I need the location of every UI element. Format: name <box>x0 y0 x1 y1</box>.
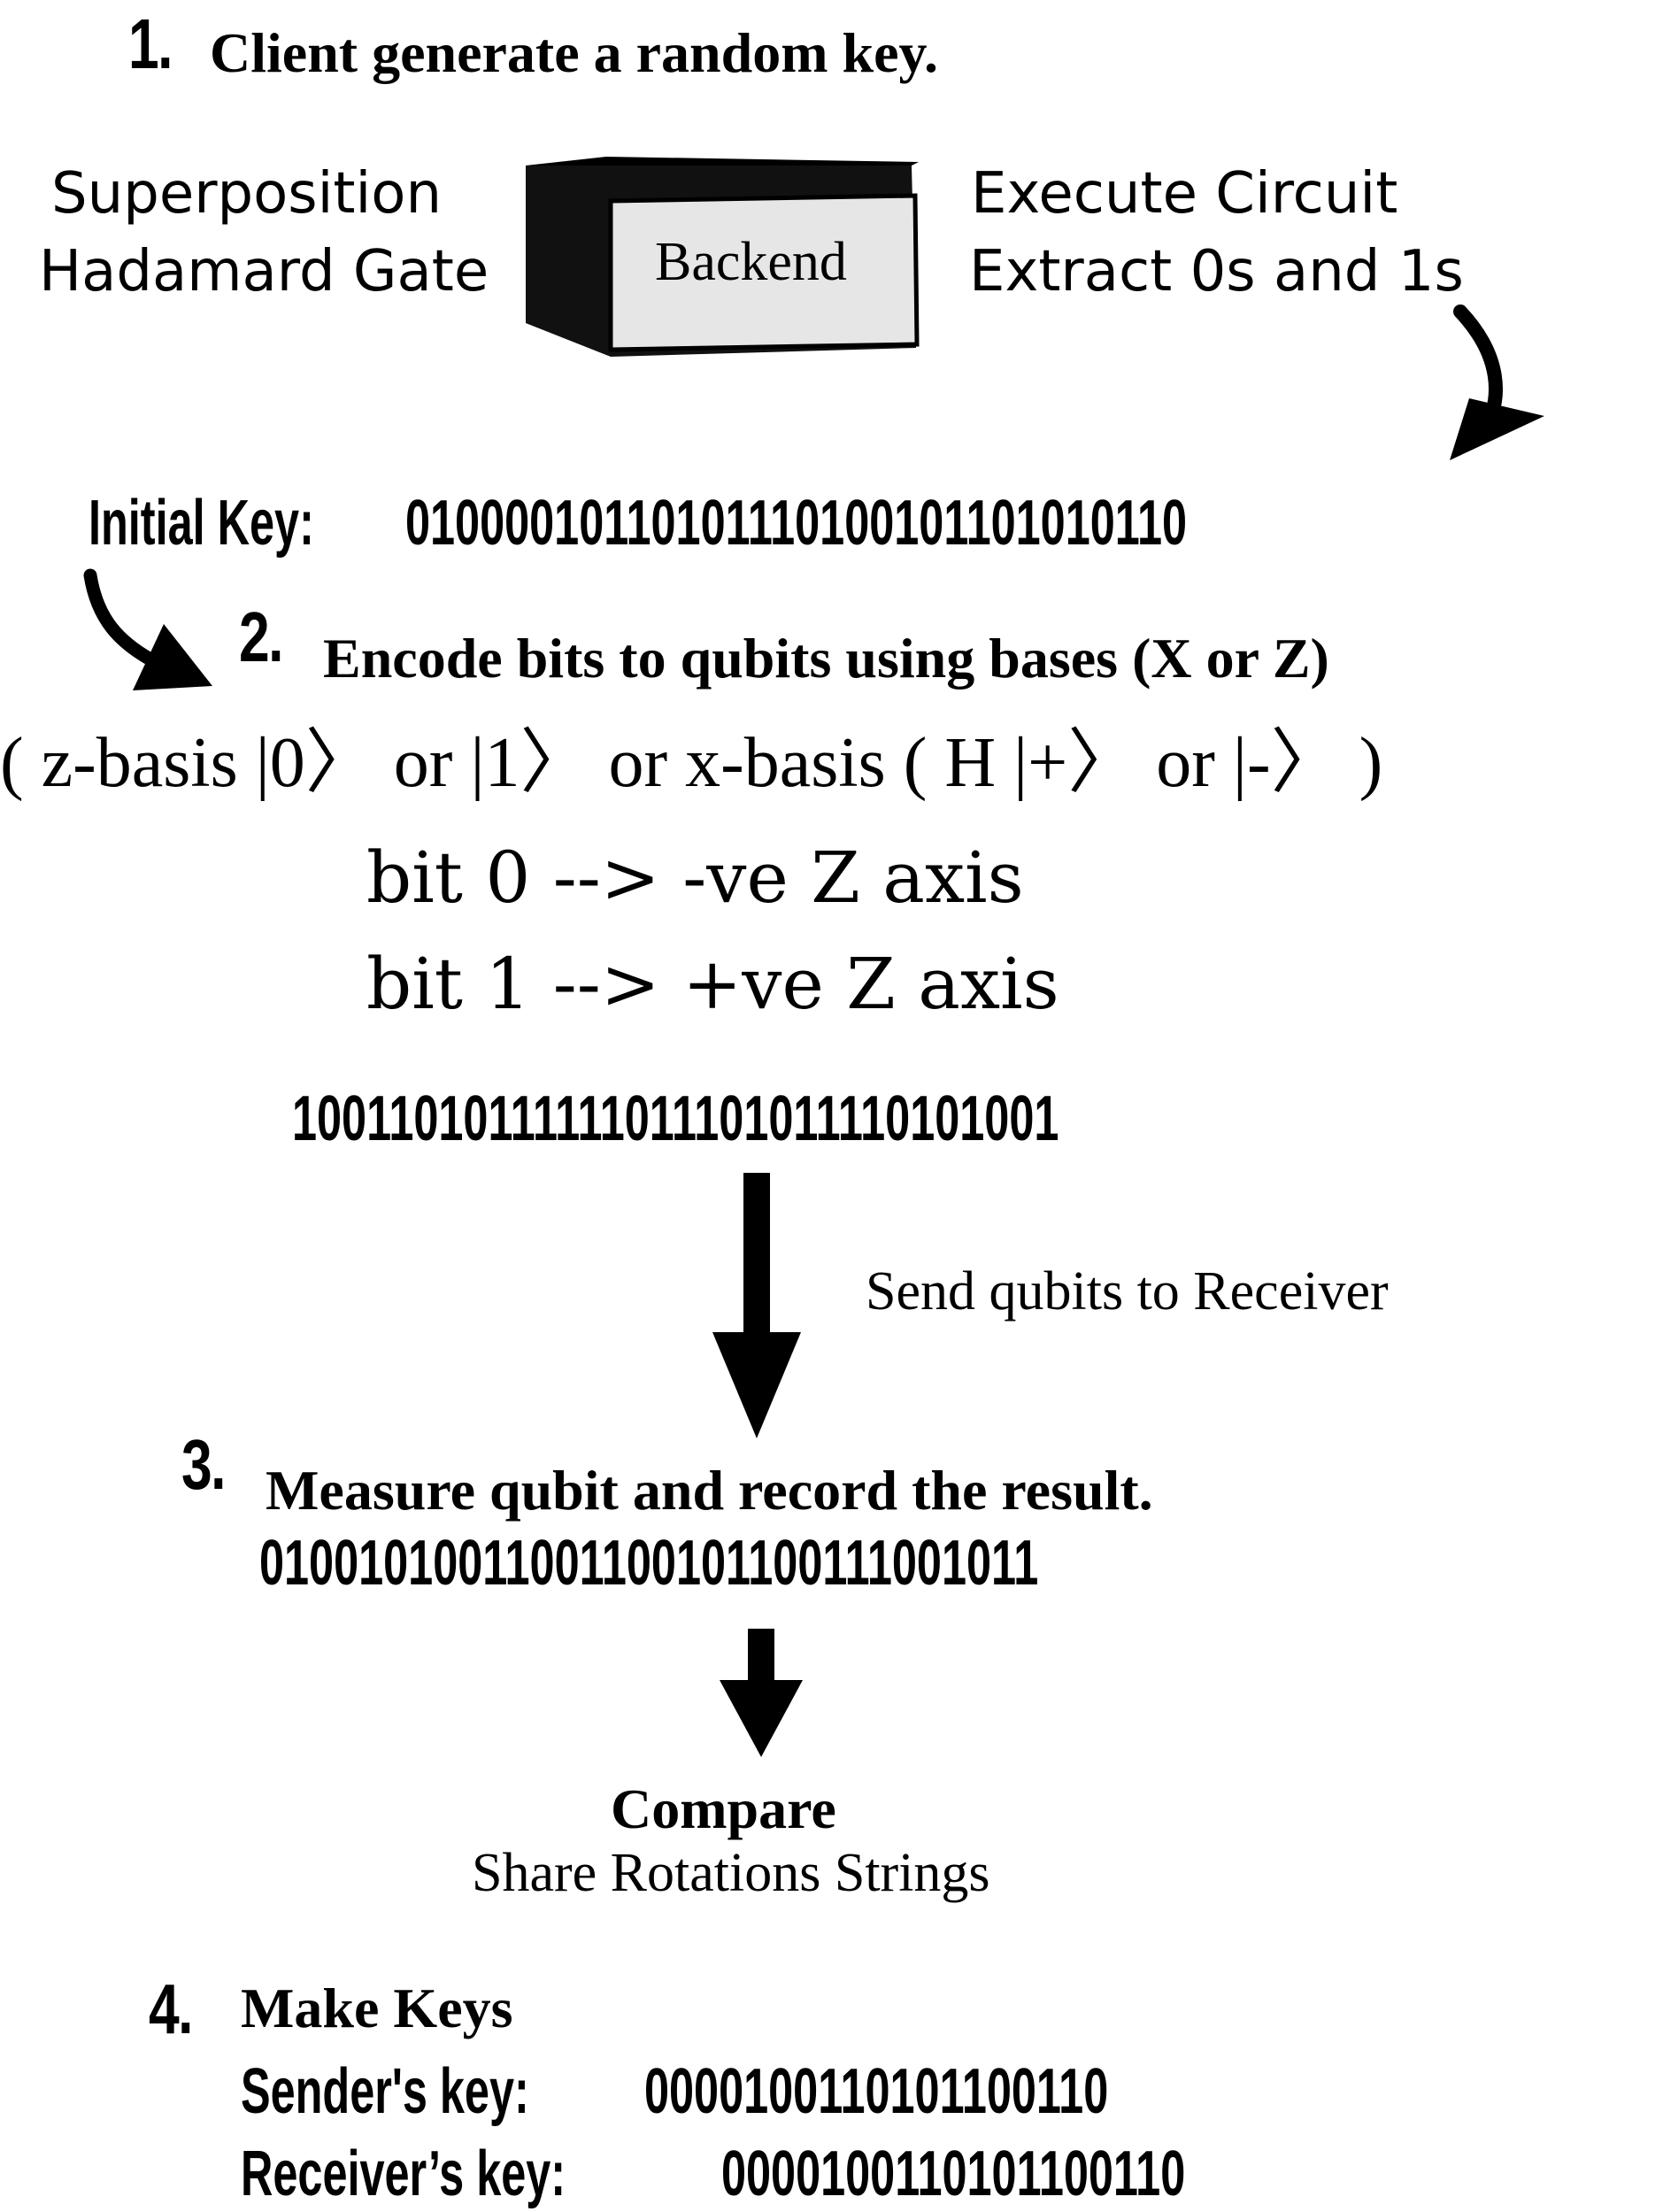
basis-description: ( z-basis |0〉 or |1〉 or x-basis ( H |+〉 … <box>0 724 1383 802</box>
initial-key-value: 01000010110101110100101101010110 <box>405 488 1188 559</box>
sender-key-value: 0000100110101100110 <box>644 2056 1109 2127</box>
measured-bits: 01001010011001100101100111001011 <box>259 1528 1039 1599</box>
step-1-title: Client generate a random key. <box>210 21 938 84</box>
receiver-key-value: 0000100110101100110 <box>721 2139 1186 2209</box>
down-arrow-short-icon <box>720 1629 803 1757</box>
bit-1-rule: bit 1 --> +ve Z axis <box>366 943 1059 1025</box>
step-1-right-line-1: Execute Circuit <box>971 161 1398 227</box>
bit-0-rule: bit 0 --> -ve Z axis <box>366 836 1024 919</box>
curved-arrow-down-right-icon <box>83 568 212 690</box>
step-2-number: 2. <box>239 597 283 676</box>
step-1-left-line-2: Hadamard Gate <box>39 239 489 304</box>
encoded-bits: 10011010111111011101011110101001 <box>292 1083 1059 1154</box>
backend-box-label: Backend <box>655 232 847 292</box>
send-qubits-label: Send qubits to Receiver <box>866 1261 1389 1322</box>
down-arrow-icon <box>712 1173 801 1438</box>
step-1-number: 1. <box>128 4 173 83</box>
step-3-title: Measure qubit and record the result. <box>266 1459 1153 1522</box>
step-2-title: Encode bits to qubits using bases (X or … <box>323 627 1329 690</box>
compare-subtitle: Share Rotations Strings <box>472 1843 990 1903</box>
receiver-key-label: Receiver’s key: <box>241 2139 566 2209</box>
backend-box-icon <box>526 157 920 357</box>
initial-key-label: Initial Key: <box>89 488 314 559</box>
compare-title: Compare <box>611 1777 836 1840</box>
step-1-left-line-1: Superposition <box>51 161 442 227</box>
step-1-right-line-2: Extract 0s and 1s <box>969 239 1464 304</box>
curved-arrow-right-icon <box>1450 304 1544 460</box>
sender-key-label: Sender's key: <box>241 2056 529 2127</box>
step-3-number: 3. <box>181 1425 226 1504</box>
step-4-title: Make Keys <box>241 1977 513 2039</box>
step-4-number: 4. <box>149 1969 193 2048</box>
